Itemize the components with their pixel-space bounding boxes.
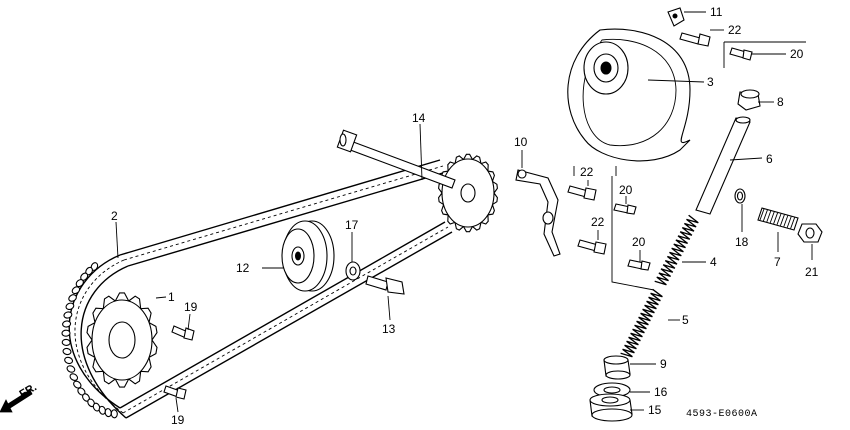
callout-10: 10 bbox=[514, 135, 528, 149]
callout-22a: 22 bbox=[728, 23, 742, 37]
callout-11: 11 bbox=[710, 5, 723, 19]
cap-8 bbox=[737, 89, 761, 111]
callout-17: 17 bbox=[345, 218, 359, 232]
callout-19a: 19 bbox=[184, 300, 198, 314]
callout-6: 6 bbox=[766, 152, 773, 166]
spring-5 bbox=[620, 288, 663, 358]
nut-15 bbox=[589, 393, 633, 422]
callout-16: 16 bbox=[654, 385, 668, 399]
spring-4 bbox=[654, 214, 699, 286]
callout-20c: 20 bbox=[632, 235, 646, 249]
drawing-code: 4593-E0600A bbox=[686, 409, 758, 420]
front-direction-arrow: FR. bbox=[0, 381, 39, 413]
stud-bolt-7 bbox=[757, 207, 799, 231]
callout-20b: 20 bbox=[619, 183, 633, 197]
callout-8: 8 bbox=[777, 95, 784, 109]
callout-4: 4 bbox=[710, 255, 717, 269]
rod bbox=[695, 116, 751, 215]
callout-13: 13 bbox=[382, 322, 396, 336]
bolt-20-mid1 bbox=[613, 203, 637, 215]
callout-labels: 1 2 3 4 5 6 7 8 9 10 11 12 13 14 15 16 1… bbox=[111, 5, 819, 427]
callout-22c: 22 bbox=[591, 215, 605, 229]
tension-arm bbox=[515, 169, 561, 257]
callout-19b: 19 bbox=[171, 413, 185, 427]
callout-7: 7 bbox=[774, 255, 781, 269]
chain-cover bbox=[567, 28, 691, 162]
ring-18 bbox=[734, 188, 746, 204]
callout-5: 5 bbox=[682, 313, 689, 327]
drive-chain bbox=[61, 159, 453, 419]
callout-14: 14 bbox=[412, 111, 426, 125]
callout-18: 18 bbox=[735, 235, 749, 249]
callout-21: 21 bbox=[805, 265, 819, 279]
callout-20a: 20 bbox=[790, 47, 804, 61]
leader-lines bbox=[115, 11, 813, 413]
callout-9: 9 bbox=[660, 357, 667, 371]
idler-pulley bbox=[281, 220, 335, 292]
callout-22b: 22 bbox=[580, 165, 594, 179]
bolt-22-mid1 bbox=[567, 185, 597, 201]
bushing-9 bbox=[603, 355, 631, 380]
bolt-19-upper bbox=[171, 325, 195, 341]
drive-shaft bbox=[336, 129, 456, 189]
bracket-lines bbox=[611, 176, 655, 291]
bolt-22-mid2 bbox=[577, 239, 607, 255]
bolt-20-top bbox=[729, 47, 753, 61]
callout-1: 1 bbox=[168, 290, 175, 304]
nut-21 bbox=[797, 223, 823, 243]
bolt-13 bbox=[365, 275, 405, 295]
callout-15: 15 bbox=[648, 403, 662, 417]
bracket-11 bbox=[667, 7, 685, 27]
callout-12: 12 bbox=[236, 261, 250, 275]
direction-label: FR. bbox=[18, 381, 39, 400]
callout-3: 3 bbox=[707, 75, 714, 89]
rear-sprocket bbox=[438, 153, 498, 233]
bolt-20-mid2 bbox=[627, 259, 651, 271]
washer-17 bbox=[345, 261, 361, 281]
callout-2: 2 bbox=[111, 209, 118, 223]
front-sprocket bbox=[86, 292, 158, 388]
bolt-19-lower bbox=[163, 385, 187, 400]
bolt-22-top bbox=[679, 32, 711, 47]
